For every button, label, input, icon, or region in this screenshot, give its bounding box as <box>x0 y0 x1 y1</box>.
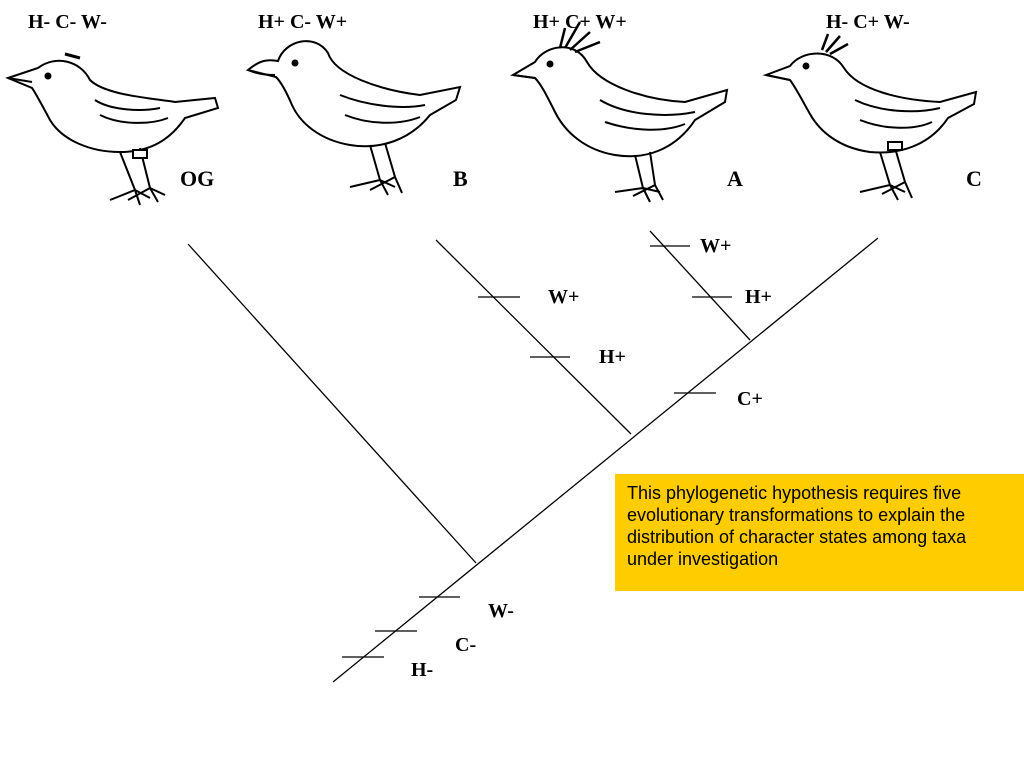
taxon-label-c: C <box>966 166 982 191</box>
taxon-label-og: OG <box>180 166 215 191</box>
label-a-h: H+ <box>745 286 772 308</box>
label-root-w: W- <box>488 600 514 622</box>
og-branch <box>187 243 477 564</box>
label-b-h: H+ <box>599 346 626 368</box>
outgroup-bird-illustration <box>5 52 220 206</box>
bird-c-illustration <box>762 33 978 201</box>
label-ac-c: C+ <box>737 388 763 410</box>
taxon-label-a: A <box>727 166 743 191</box>
taxon-label-b: B <box>453 166 468 191</box>
root-to-c-branch <box>332 237 879 683</box>
label-a-w: W+ <box>700 235 732 257</box>
b-character-states: H+ C- W+ <box>258 11 348 33</box>
bird-b-illustration <box>245 40 462 196</box>
explanation-note: This phylogenetic hypothesis requires fi… <box>615 474 1024 591</box>
label-root-h: H- <box>411 659 434 681</box>
og-character-states: H- C- W- <box>28 11 107 33</box>
bird-a-illustration <box>510 21 729 203</box>
a-branch <box>649 230 751 341</box>
label-root-c: C- <box>455 634 477 656</box>
c-character-states: H- C+ W- <box>826 11 910 33</box>
b-branch <box>435 239 632 435</box>
label-b-w: W+ <box>548 286 580 308</box>
